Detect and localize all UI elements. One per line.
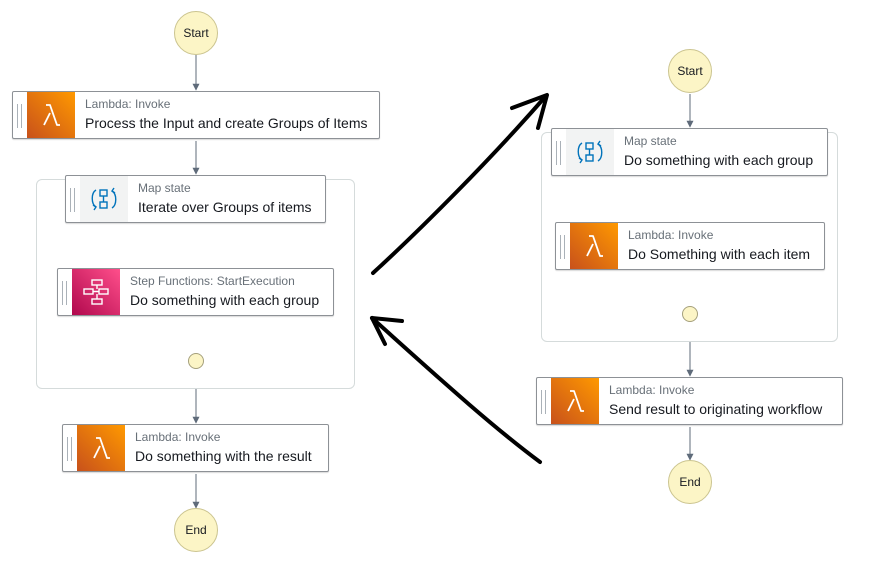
state-label: Process the Input and create Groups of I… bbox=[85, 115, 368, 131]
map-state-each-group[interactable]: Map state Do something with each group bbox=[551, 128, 828, 176]
lambda-icon bbox=[551, 378, 599, 424]
state-type: Lambda: Invoke bbox=[609, 383, 695, 397]
step-functions-icon bbox=[72, 269, 120, 315]
end-label: End bbox=[185, 523, 207, 537]
start-label: Start bbox=[677, 64, 703, 78]
map-state-icon bbox=[566, 129, 614, 175]
state-type: Map state bbox=[138, 181, 191, 195]
drag-handle[interactable] bbox=[67, 437, 72, 461]
drag-handle[interactable] bbox=[17, 104, 22, 128]
state-type: Lambda: Invoke bbox=[628, 228, 714, 242]
end-node[interactable]: End bbox=[668, 460, 712, 504]
state-label: Do something with each group bbox=[130, 292, 320, 308]
lambda-icon bbox=[77, 425, 125, 471]
drag-handle[interactable] bbox=[62, 281, 67, 305]
state-type: Lambda: Invoke bbox=[135, 430, 221, 444]
result-lambda-state[interactable]: Lambda: Invoke Do something with the res… bbox=[62, 424, 329, 472]
start-node[interactable]: Start bbox=[668, 49, 712, 93]
state-type: Lambda: Invoke bbox=[85, 97, 171, 111]
send-result-lambda-state[interactable]: Lambda: Invoke Send result to originatin… bbox=[536, 377, 843, 425]
state-label: Send result to originating workflow bbox=[609, 401, 823, 417]
end-label: End bbox=[679, 475, 701, 489]
state-label: Do Something with each item bbox=[628, 246, 811, 262]
drag-handle[interactable] bbox=[70, 188, 75, 212]
lambda-icon bbox=[27, 92, 75, 138]
map-state-icon bbox=[80, 176, 128, 222]
start-execution-state[interactable]: Step Functions: StartExecution Do someth… bbox=[57, 268, 334, 316]
process-input-lambda-state[interactable]: Lambda: Invoke Process the Input and cre… bbox=[12, 91, 380, 139]
each-item-lambda-state[interactable]: Lambda: Invoke Do Something with each it… bbox=[555, 222, 825, 270]
end-node[interactable]: End bbox=[174, 508, 218, 552]
drag-handle[interactable] bbox=[556, 141, 561, 165]
drag-handle[interactable] bbox=[560, 235, 565, 259]
map-end-dot bbox=[682, 306, 698, 322]
state-type: Map state bbox=[624, 134, 677, 148]
start-label: Start bbox=[183, 26, 209, 40]
start-node[interactable]: Start bbox=[174, 11, 218, 55]
drag-handle[interactable] bbox=[541, 390, 546, 414]
lambda-icon bbox=[570, 223, 618, 269]
state-label: Iterate over Groups of items bbox=[138, 199, 312, 215]
state-type: Step Functions: StartExecution bbox=[130, 274, 295, 288]
map-end-dot bbox=[188, 353, 204, 369]
state-label: Do something with the result bbox=[135, 448, 312, 464]
state-label: Do something with each group bbox=[624, 152, 814, 168]
map-state-iterate-groups[interactable]: Map state Iterate over Groups of items bbox=[65, 175, 326, 223]
